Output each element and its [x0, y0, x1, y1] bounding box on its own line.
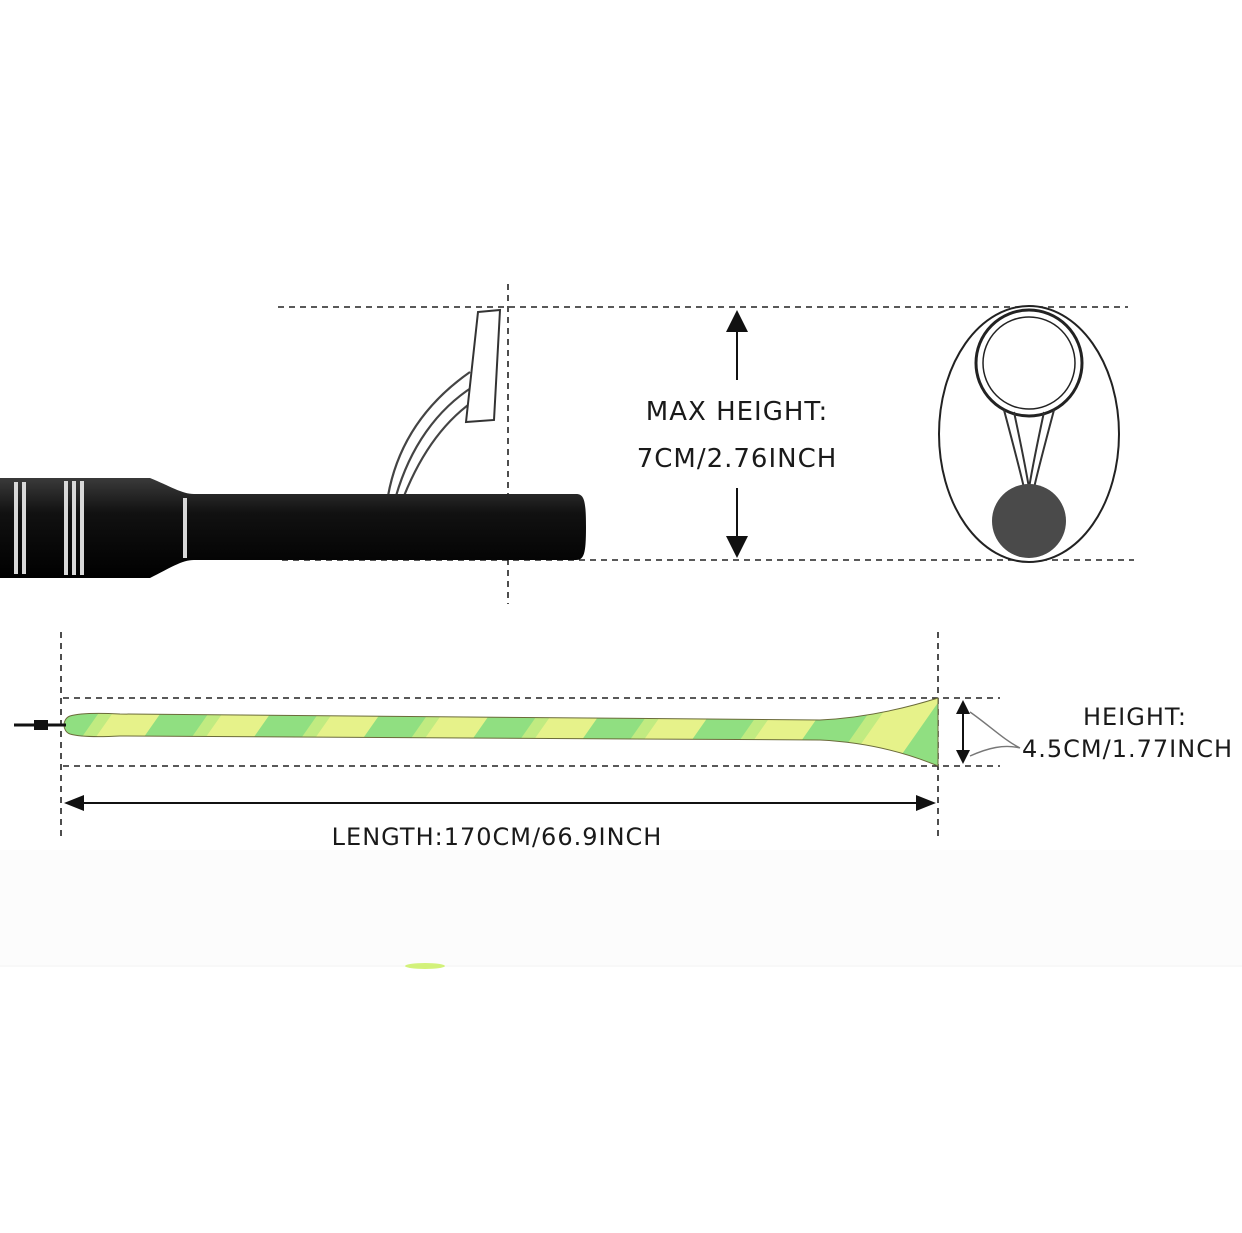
height-title: HEIGHT: [1083, 703, 1187, 731]
guide-ring-front [974, 308, 1084, 418]
max-height-arrow [726, 310, 748, 558]
max-height-title: MAX HEIGHT: [646, 397, 828, 427]
length-label: LENGTH:170CM/66.9INCH [332, 823, 663, 851]
max-height-value: 7CM/2.76INCH [637, 444, 838, 474]
rod-blank [0, 478, 586, 578]
length-arrow [64, 795, 936, 811]
guide-base-ball [992, 484, 1066, 558]
rod-group: MAX HEIGHT: 7CM/2.76INCH [0, 284, 1134, 604]
guide-ring-side [464, 308, 502, 424]
guide-front-view [938, 305, 1120, 563]
guide-frame [386, 371, 479, 497]
rod-rings [14, 481, 187, 575]
height-value: 4.5CM/1.77INCH [1022, 735, 1233, 763]
height-arrow [956, 700, 1021, 764]
green-highlight-mark [405, 963, 445, 969]
sleeve-group: HEIGHT: 4.5CM/1.77INCH LENGTH:170CM/66.9… [14, 632, 1233, 851]
lower-background-band [0, 850, 1242, 965]
rod-sleeve [63, 697, 939, 767]
